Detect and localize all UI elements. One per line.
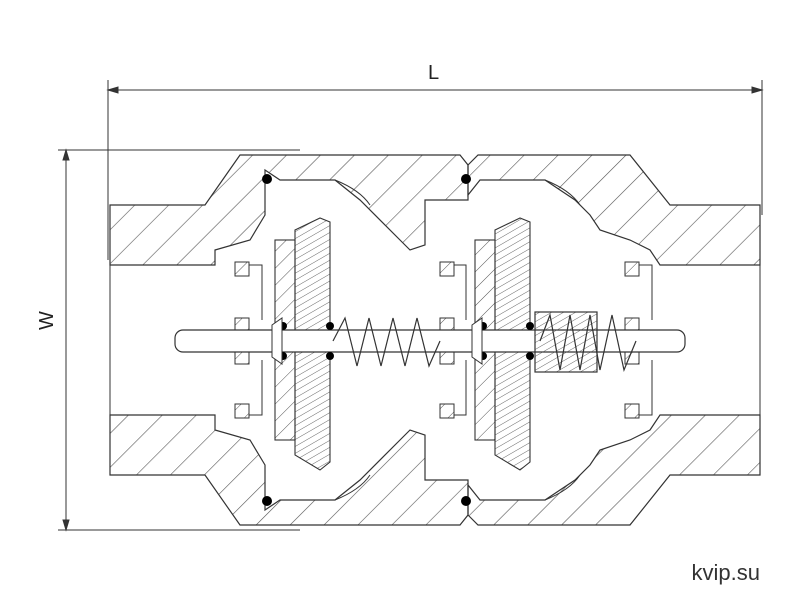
disc-nuts [271, 317, 483, 365]
dimension-L [106, 80, 764, 260]
left-body-upper [109, 154, 469, 266]
right-body-upper [467, 154, 761, 266]
left-body-lower [109, 414, 469, 526]
spring-right [534, 311, 637, 373]
seat-rings [234, 261, 640, 419]
width-dimension-label: W [36, 311, 58, 330]
dimension-W [58, 148, 300, 532]
watermark: kvip.su [691, 560, 760, 585]
right-body-lower [467, 414, 761, 526]
internal-outline [109, 179, 761, 501]
spring-left [332, 316, 441, 368]
guide-brackets [249, 264, 653, 416]
length-dimension-label: L [428, 62, 440, 84]
